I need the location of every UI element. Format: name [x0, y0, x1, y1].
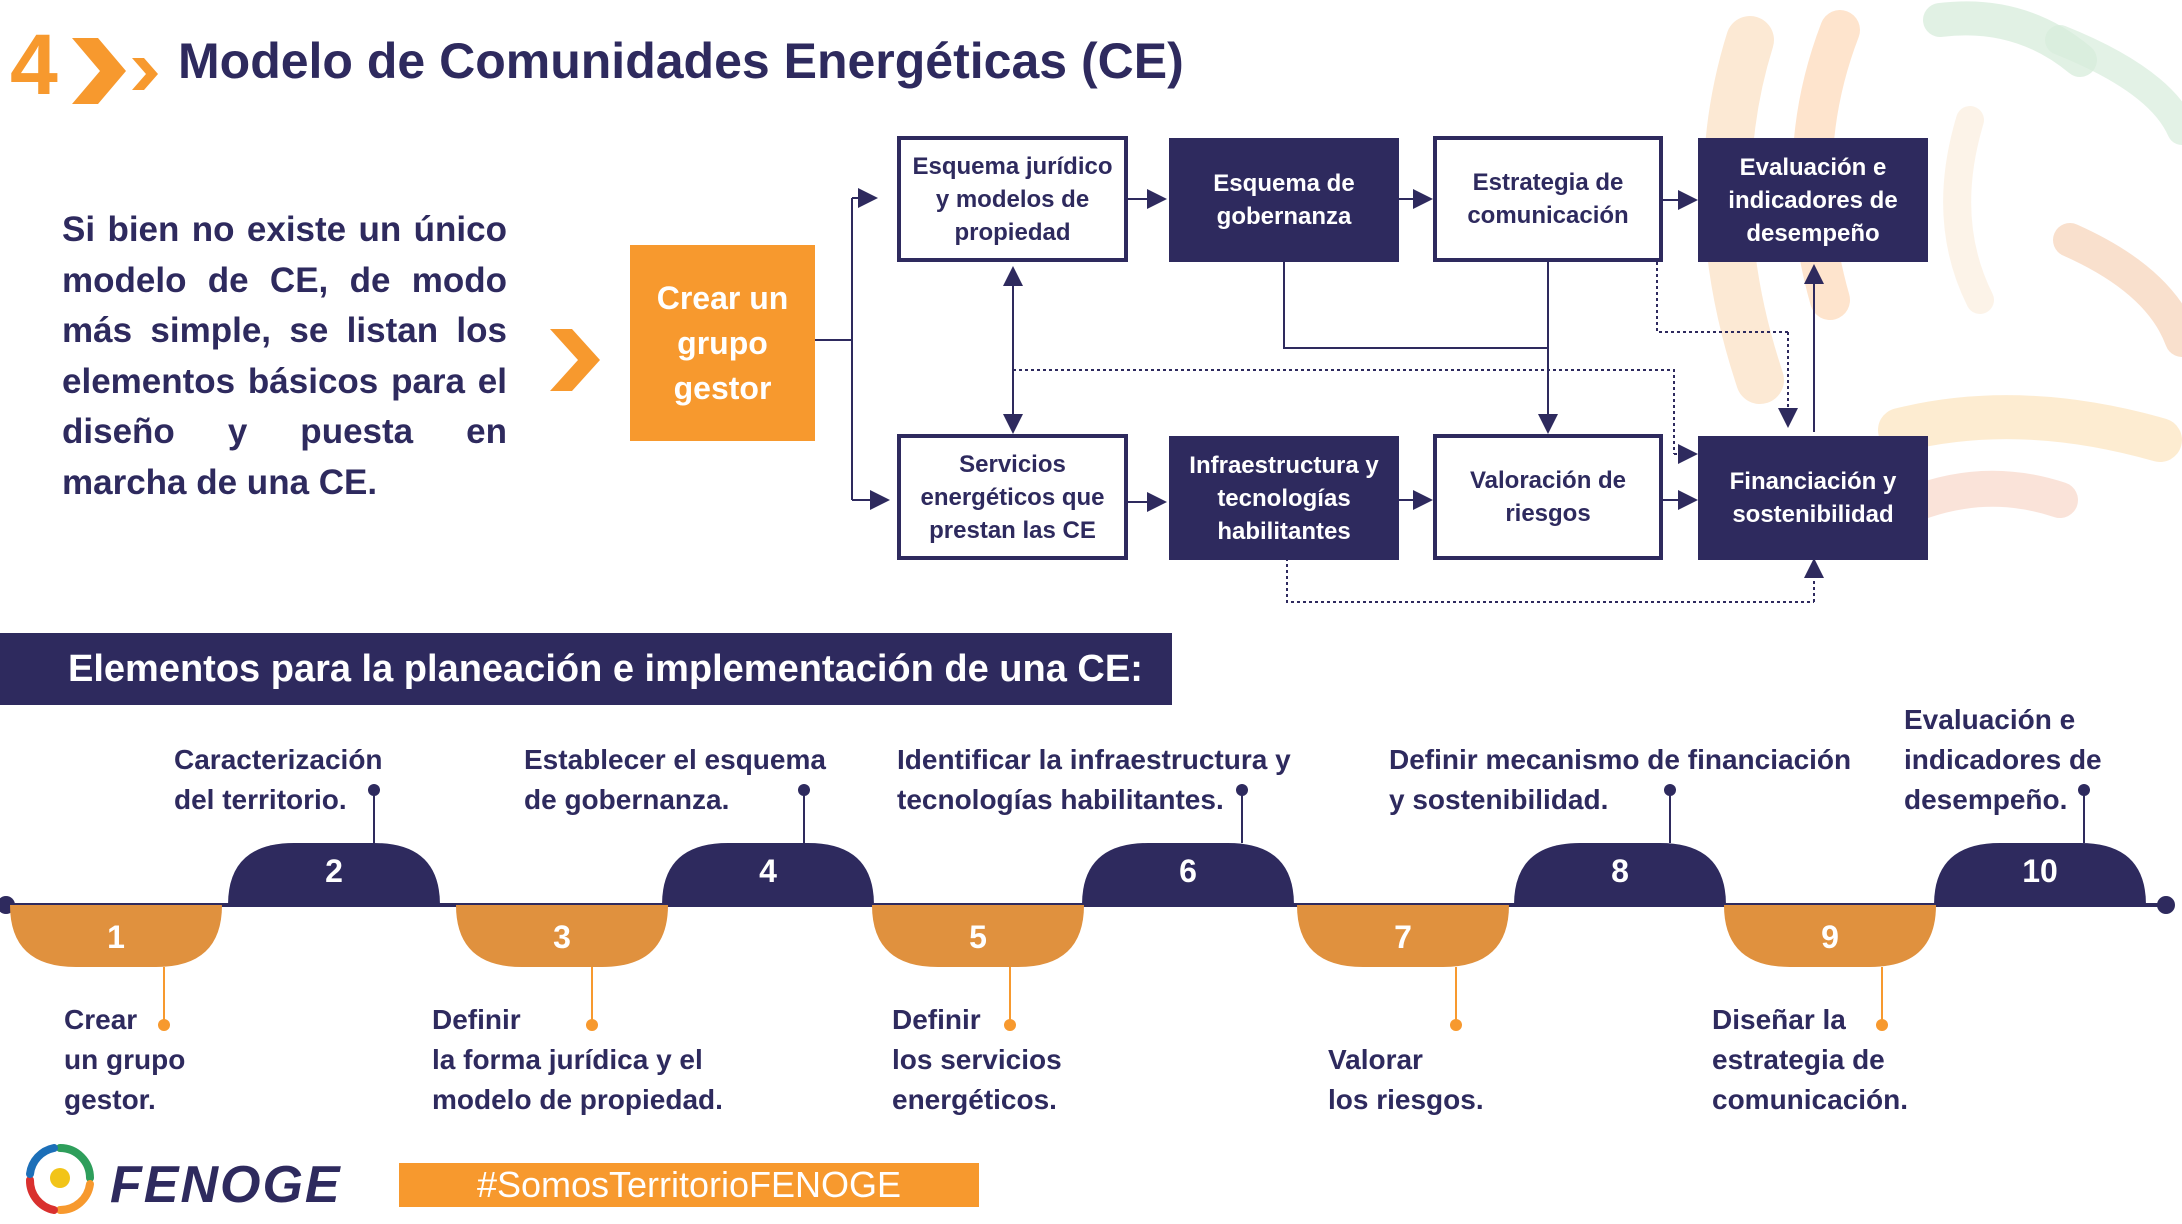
- timeline-step-3-label: Definir la forma jurídica y el modelo de…: [432, 1004, 723, 1115]
- timeline-step-4-label: Establecer el esquema de gobernanza.: [524, 744, 826, 815]
- timeline-step-1-dot: [158, 1019, 170, 1031]
- double-chevron-icon: [72, 38, 158, 104]
- timeline-step-5-number: 5: [969, 919, 987, 955]
- timeline-step-6-number: 6: [1179, 853, 1197, 889]
- timeline-step-8-number: 8: [1611, 853, 1629, 889]
- timeline-step-2-number: 2: [325, 853, 343, 889]
- timeline-step-3-number: 3: [553, 919, 571, 955]
- chevron-right-icon: [550, 329, 600, 391]
- timeline-step-6-dot: [1236, 784, 1248, 796]
- timeline-step-10-number: 10: [2022, 853, 2058, 889]
- timeline-step-2-dot: [368, 784, 380, 796]
- timeline-step-8-shape: [1514, 843, 1726, 905]
- timeline-step-10-shape: [1934, 843, 2146, 905]
- timeline-step-9-number: 9: [1821, 919, 1839, 955]
- hashtag-badge: #SomosTerritorioFENOGE: [399, 1163, 979, 1207]
- timeline-step-10-label: Evaluación e indicadores de desempeño.: [1904, 704, 2102, 815]
- timeline-step-2-shape: [228, 843, 440, 905]
- timeline-step-4-number: 4: [759, 853, 777, 889]
- timeline-step-9-label: Diseñar la estrategia de comunicación.: [1712, 1004, 1909, 1115]
- timeline-step-8-dot: [1664, 784, 1676, 796]
- timeline-step-1-number: 1: [107, 919, 125, 955]
- timeline-step-9-dot: [1876, 1019, 1888, 1031]
- box-servicios-energeticos: Servicios energéticos que prestan las CE: [897, 434, 1128, 560]
- box-financiacion-sostenibilidad: Financiación y sostenibilidad: [1698, 436, 1928, 560]
- box-infraestructura-tecnologias: Infraestructura y tecnologías habilitant…: [1169, 436, 1399, 560]
- fenoge-logo-icon: [25, 1144, 94, 1215]
- timeline-step-1-label: Crear un grupo gestor.: [64, 1004, 186, 1115]
- intro-paragraph: Si bien no existe un único modelo de CE,…: [62, 210, 507, 502]
- timeline-step-3-shape: [456, 905, 668, 967]
- start-box-crear-grupo-gestor: Crear un grupo gestor: [630, 245, 815, 441]
- box-evaluacion-indicadores: Evaluación e indicadores de desempeño: [1698, 138, 1928, 262]
- timeline-step-5-shape: [872, 905, 1084, 967]
- timeline-end-dot: [2157, 896, 2175, 914]
- timeline-step-7-shape: [1297, 905, 1509, 967]
- timeline-step-10-dot: [2078, 784, 2090, 796]
- timeline-step-4-shape: [662, 843, 874, 905]
- box-esquema-juridico: Esquema jurídico y modelos de propiedad: [897, 136, 1128, 262]
- timeline-step-9-shape: [1724, 905, 1936, 967]
- timeline-step-4-dot: [798, 784, 810, 796]
- box-valoracion-riesgos: Valoración de riesgos: [1433, 434, 1663, 560]
- timeline-step-6-label: Identificar la infraestructura y tecnolo…: [897, 744, 1291, 815]
- timeline-step-7-label: Valorar los riesgos.: [1328, 1044, 1484, 1115]
- box-esquema-gobernanza: Esquema de gobernanza: [1169, 138, 1399, 262]
- timeline-step-1-shape: [10, 905, 222, 967]
- timeline-step-8-label: Definir mecanismo de financiación y sost…: [1389, 744, 1852, 815]
- timeline-step-5-dot: [1004, 1019, 1016, 1031]
- timeline-step-2-label: Caracterización del territorio.: [174, 744, 383, 815]
- timeline-step-3-dot: [586, 1019, 598, 1031]
- brand-name: FENOGE: [110, 1156, 342, 1214]
- timeline-step-7-dot: [1450, 1019, 1462, 1031]
- section-banner: Elementos para la planeación e implement…: [0, 633, 1172, 705]
- timeline-step-6-shape: [1082, 843, 1294, 905]
- section-number: 4: [10, 17, 58, 113]
- timeline-step-5-label: Definir los servicios energéticos.: [892, 1004, 1062, 1115]
- page-title: Modelo de Comunidades Energéticas (CE): [178, 33, 1184, 89]
- box-estrategia-comunicacion: Estrategia de comunicación: [1433, 136, 1663, 262]
- timeline-step-7-number: 7: [1394, 919, 1412, 955]
